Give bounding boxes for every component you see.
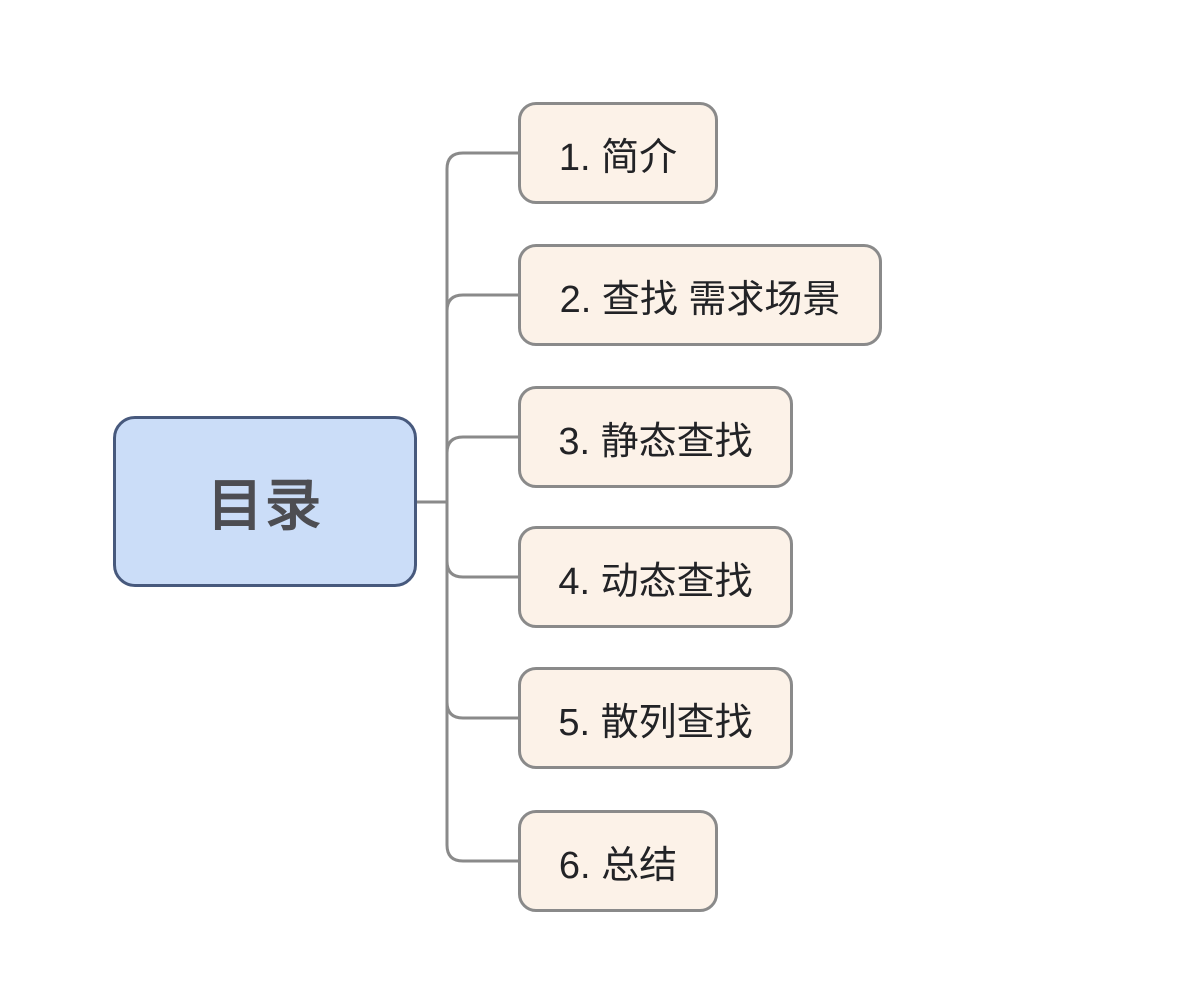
connector-to-topic-5 <box>445 500 520 720</box>
topic-2-search-scenarios[interactable]: 2. 查找 需求场景 <box>518 244 882 346</box>
topic-6-summary[interactable]: 6. 总结 <box>518 810 718 912</box>
connector-to-topic-6 <box>445 500 520 863</box>
root-topic[interactable]: 目录 <box>113 416 417 587</box>
topic-1-intro[interactable]: 1. 简介 <box>518 102 718 204</box>
topic-4-dynamic-search[interactable]: 4. 动态查找 <box>518 526 793 628</box>
connector-to-topic-2 <box>445 293 520 504</box>
topic-3-static-search[interactable]: 3. 静态查找 <box>518 386 793 488</box>
connector-to-topic-3 <box>445 435 520 504</box>
connector-to-topic-1 <box>445 151 520 504</box>
topic-5-hash-search[interactable]: 5. 散列查找 <box>518 667 793 769</box>
connector-to-topic-4 <box>445 500 520 579</box>
